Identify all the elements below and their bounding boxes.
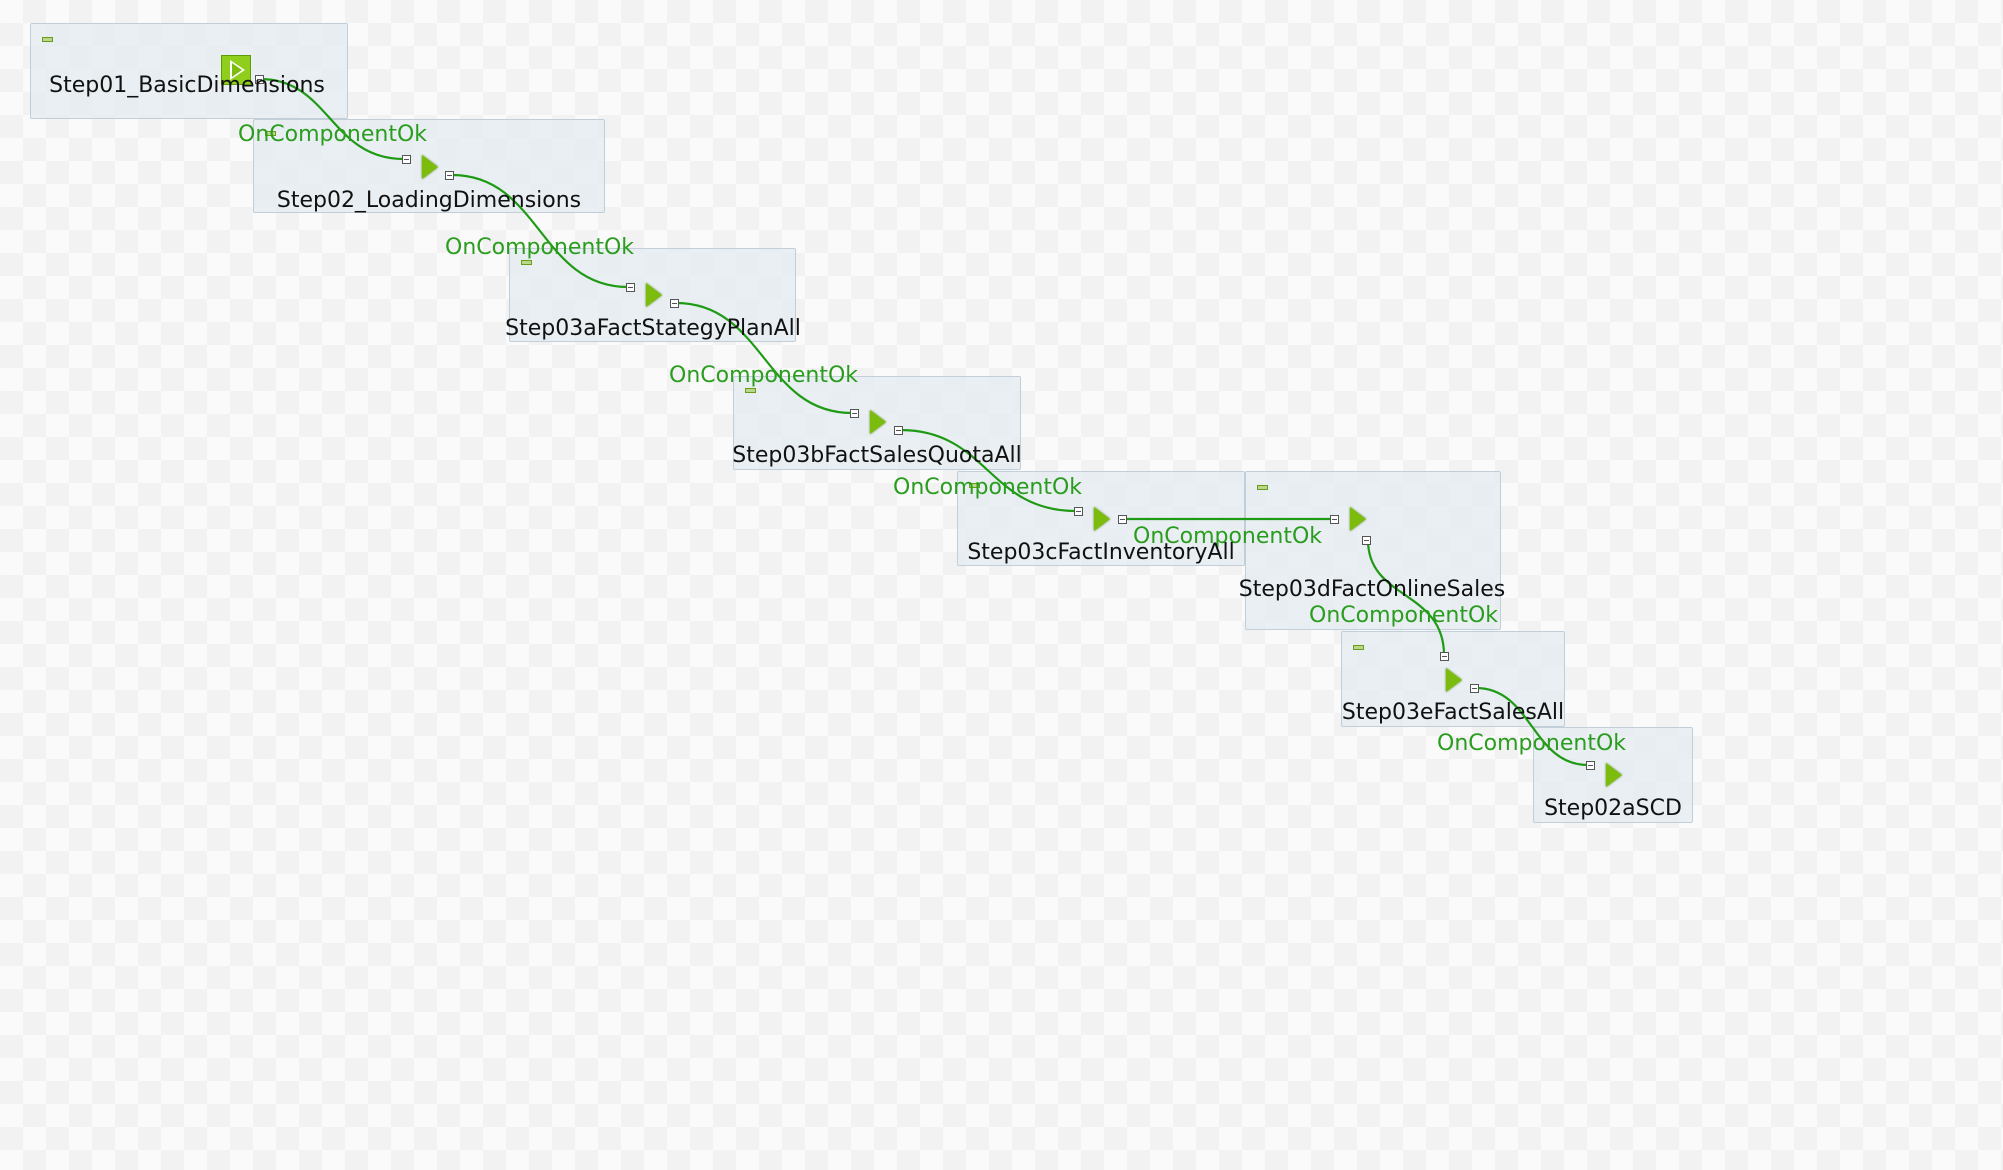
run-job-icon[interactable] [1606, 763, 1622, 787]
connector-port-icon[interactable] [1074, 507, 1083, 516]
component-label-step01[interactable]: Step01_BasicDimensions [49, 73, 325, 98]
component-label-step02a[interactable]: Step02aSCD [1544, 796, 1682, 821]
run-job-icon[interactable] [870, 410, 886, 434]
component-label-step03c[interactable]: Step03cFactInventoryAll [967, 540, 1235, 565]
run-job-icon[interactable] [422, 155, 438, 179]
run-job-icon[interactable] [1446, 668, 1462, 692]
collapse-subjob-icon[interactable] [1257, 485, 1268, 490]
run-job-icon[interactable] [221, 55, 251, 85]
collapse-subjob-icon[interactable] [42, 37, 53, 42]
connector-port-icon[interactable] [255, 75, 264, 84]
connector-port-icon[interactable] [1470, 684, 1479, 693]
connector-port-icon[interactable] [1362, 536, 1371, 545]
connector-port-icon[interactable] [1586, 761, 1595, 770]
component-label-step03a[interactable]: Step03aFactStategyPlanAll [505, 316, 801, 341]
connector-port-icon[interactable] [626, 283, 635, 292]
connector-port-icon[interactable] [1330, 515, 1339, 524]
connector-port-icon[interactable] [850, 409, 859, 418]
collapse-subjob-icon[interactable] [1353, 645, 1364, 650]
connector-port-icon[interactable] [1440, 652, 1449, 661]
connection-label[interactable]: OnComponentOk [669, 363, 859, 388]
connection-label[interactable]: OnComponentOk [1133, 524, 1323, 549]
connector-port-icon[interactable] [445, 171, 454, 180]
connector-port-icon[interactable] [894, 426, 903, 435]
subjob-step01[interactable] [30, 23, 348, 119]
run-job-icon[interactable] [1350, 507, 1366, 531]
component-label-step03e[interactable]: Step03eFactSalesAll [1341, 700, 1565, 725]
connector-port-icon[interactable] [402, 155, 411, 164]
run-job-icon[interactable] [646, 283, 662, 307]
connection-label[interactable]: OnComponentOk [445, 235, 635, 260]
connector-port-icon[interactable] [1118, 515, 1127, 524]
connection-label[interactable]: OnComponentOk [238, 122, 428, 147]
component-label-step03d[interactable]: Step03dFactOnlineSales [1238, 577, 1506, 602]
component-label-step02[interactable]: Step02_LoadingDimensions [276, 188, 582, 213]
component-label-step03b[interactable]: Step03bFactSalesQuotaAll [732, 443, 1022, 468]
connector-port-icon[interactable] [670, 299, 679, 308]
connection-label[interactable]: OnComponentOk [1309, 603, 1499, 628]
run-job-icon[interactable] [1094, 507, 1110, 531]
connection-label[interactable]: OnComponentOk [1437, 731, 1627, 756]
connection-label[interactable]: OnComponentOk [893, 475, 1083, 500]
